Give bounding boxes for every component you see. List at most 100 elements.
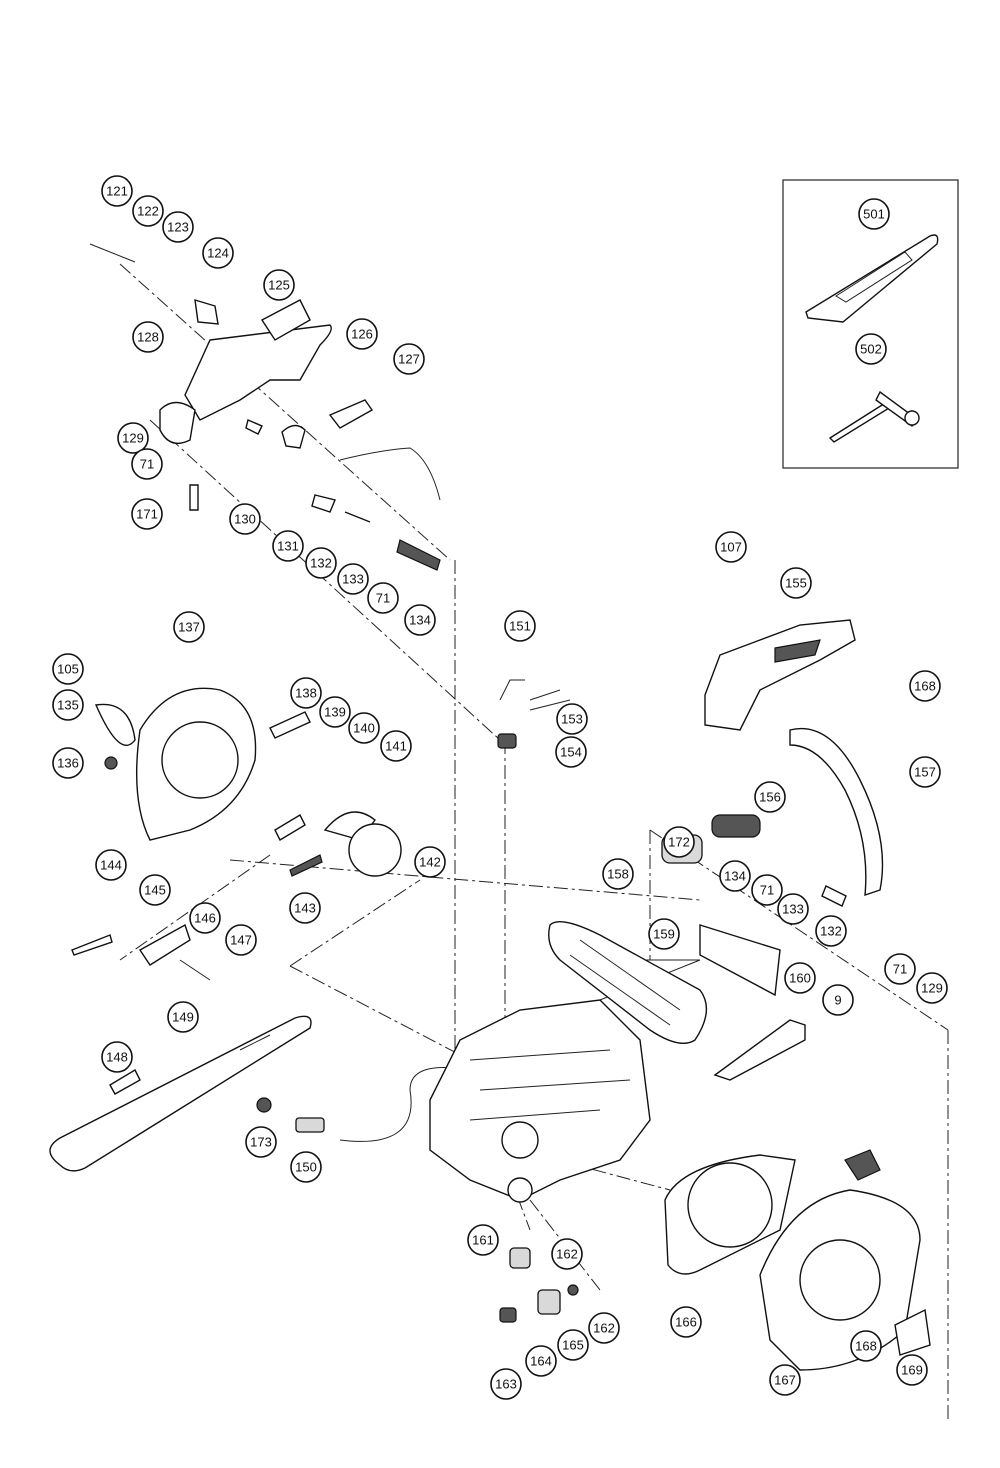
callout-circle	[850, 1330, 882, 1362]
callout-circle	[52, 689, 84, 721]
callout-circle	[263, 269, 295, 301]
part-callout: 150	[290, 1151, 322, 1183]
part-callout: 137	[173, 611, 205, 643]
callout-circle	[290, 677, 322, 709]
callout-number: 71	[140, 457, 154, 472]
part-callout: 166	[670, 1306, 702, 1338]
callout-number: 162	[593, 1321, 615, 1336]
callout-number: 128	[137, 330, 159, 345]
callout-number: 71	[376, 591, 390, 606]
callout-number: 160	[789, 971, 811, 986]
callout-number: 159	[653, 927, 675, 942]
callout-number: 71	[760, 883, 774, 898]
callout-number: 157	[914, 765, 936, 780]
callout-number: 173	[250, 1135, 272, 1150]
recoil-starter-icon	[759, 1149, 931, 1371]
part-callout: 153	[556, 703, 588, 735]
callout-circle	[557, 1329, 589, 1361]
part-callout: 136	[52, 747, 84, 779]
callout-number: 149	[172, 1010, 194, 1025]
callout-circle	[95, 849, 127, 881]
callout-number: 172	[668, 835, 690, 850]
callout-circle	[490, 1368, 522, 1400]
callout-number: 134	[724, 869, 746, 884]
part-callout: 159	[648, 918, 680, 950]
callout-number: 125	[268, 278, 290, 293]
part-callout: 131	[272, 530, 304, 562]
part-callout: 132	[815, 915, 847, 947]
part-callout: 130	[229, 503, 261, 535]
callout-number: 9	[834, 993, 841, 1008]
callout-number: 141	[385, 739, 407, 754]
callout-number: 129	[122, 431, 144, 446]
callout-circle	[916, 972, 948, 1004]
callout-circle	[670, 1306, 702, 1338]
chain-brake-parts-icon	[269, 711, 402, 877]
callout-circle	[272, 530, 304, 562]
part-callout: 158	[602, 858, 634, 890]
callout-number: 501	[863, 207, 885, 222]
callout-number: 161	[472, 1233, 494, 1248]
part-callout: 148	[101, 1041, 133, 1073]
part-callout: 121	[101, 175, 133, 207]
part-callout: 164	[525, 1345, 557, 1377]
callout-number: 132	[820, 924, 842, 939]
part-callout: 161	[467, 1224, 499, 1256]
callout-number: 133	[782, 902, 804, 917]
callout-circle	[202, 237, 234, 269]
callout-number: 156	[759, 790, 781, 805]
part-callout: 133	[337, 563, 369, 595]
callout-number: 134	[409, 613, 431, 628]
callout-number: 171	[136, 507, 158, 522]
callout-number: 130	[234, 512, 256, 527]
part-callout: 147	[225, 924, 257, 956]
callout-circle	[815, 915, 847, 947]
part-callout: 162	[588, 1312, 620, 1344]
callout-number: 126	[351, 327, 373, 342]
callout-circle	[132, 321, 164, 353]
callout-number: 155	[785, 576, 807, 591]
callout-circle	[132, 195, 164, 227]
callout-circle	[101, 175, 133, 207]
part-callout: 134	[404, 604, 436, 636]
part-callout: 146	[189, 902, 221, 934]
callout-number: 145	[144, 883, 166, 898]
part-callout: 171	[131, 498, 163, 530]
part-callout: 156	[754, 781, 786, 813]
callout-number: 138	[295, 686, 317, 701]
callout-number: 146	[194, 911, 216, 926]
callout-number: 163	[495, 1377, 517, 1392]
part-callout: 168	[850, 1330, 882, 1362]
callout-circle	[348, 712, 380, 744]
callout-circle	[909, 670, 941, 702]
part-callout: 135	[52, 689, 84, 721]
callout-number: 127	[398, 352, 420, 367]
chain-tensioner-icon	[71, 923, 191, 966]
callout-number: 151	[509, 619, 531, 634]
callout-circle	[754, 781, 786, 813]
callout-circle	[289, 892, 321, 924]
guide-bar-cover-icon	[805, 234, 939, 323]
crankcase-body-icon	[429, 999, 651, 1203]
callout-circle	[229, 503, 261, 535]
callout-number: 169	[901, 1363, 923, 1378]
callout-number: 164	[530, 1354, 552, 1369]
callout-circle	[225, 924, 257, 956]
callout-circle	[162, 211, 194, 243]
part-callout: 71	[751, 874, 783, 906]
callout-number: 140	[353, 721, 375, 736]
callout-number: 502	[860, 342, 882, 357]
callout-number: 144	[100, 858, 122, 873]
callout-circle	[663, 826, 695, 858]
fan-cover-icon	[664, 1154, 796, 1275]
callout-number: 166	[675, 1315, 697, 1330]
part-callout: 167	[769, 1364, 801, 1396]
callout-circle	[337, 563, 369, 595]
part-callout: 502	[855, 333, 887, 365]
callout-circle	[896, 1354, 928, 1386]
callout-circle	[245, 1126, 277, 1158]
callout-circle	[525, 1345, 557, 1377]
callout-circle	[414, 846, 446, 878]
part-callout: 140	[348, 712, 380, 744]
callout-circle	[101, 1041, 133, 1073]
